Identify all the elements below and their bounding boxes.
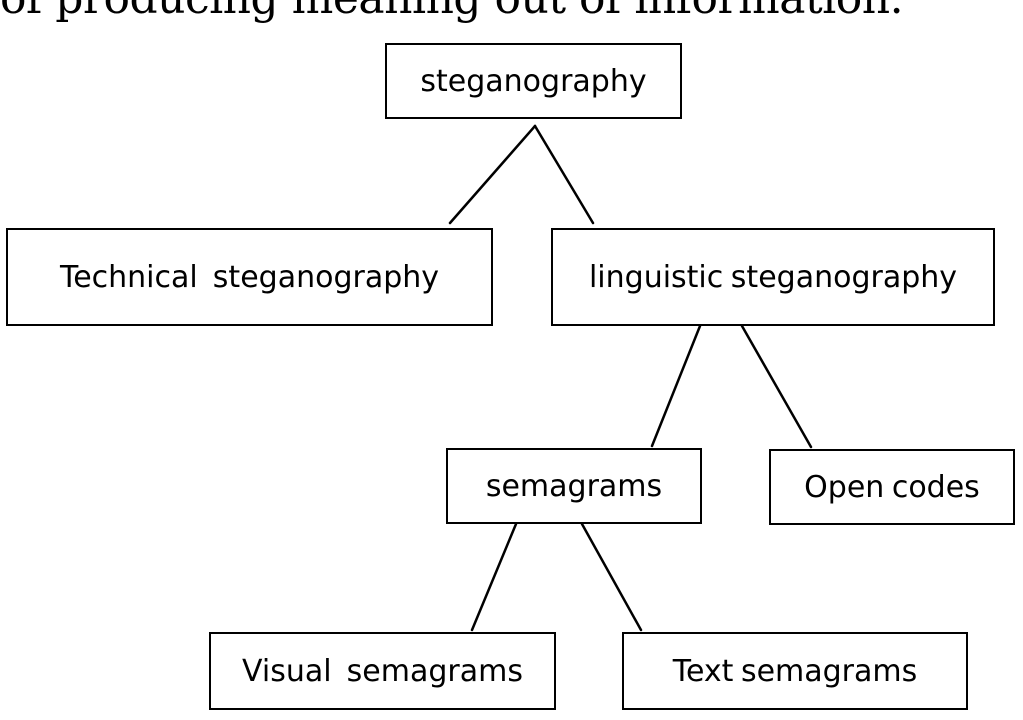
node-linguistic-steganography: linguistic steganography (551, 228, 995, 326)
node-label: semagrams (485, 468, 663, 504)
edge-linguistic-to-open-codes (740, 324, 813, 449)
edge-semagrams-to-visual (470, 522, 518, 632)
node-label: Visual semagrams (242, 653, 523, 689)
node-semagrams: semagrams (446, 448, 702, 524)
edge-root-to-technical (448, 124, 537, 225)
node-label: Open codes (804, 469, 980, 505)
node-label: Text semagrams (672, 653, 918, 689)
node-technical-steganography: Technical steganography (6, 228, 493, 326)
cropped-paragraph-text: of producing meaning out of information. (0, 0, 904, 24)
edge-semagrams-to-text (580, 522, 643, 632)
edge-linguistic-to-semagrams (650, 324, 702, 448)
node-visual-semagrams: Visual semagrams (209, 632, 556, 710)
node-label: linguistic steganography (588, 259, 958, 295)
node-open-codes: Open codes (769, 449, 1015, 525)
node-text-semagrams: Text semagrams (622, 632, 968, 710)
node-label: Technical steganography (59, 259, 440, 295)
edge-root-to-linguistic (533, 124, 595, 225)
node-label: steganography (420, 63, 647, 99)
node-steganography: steganography (385, 43, 682, 119)
